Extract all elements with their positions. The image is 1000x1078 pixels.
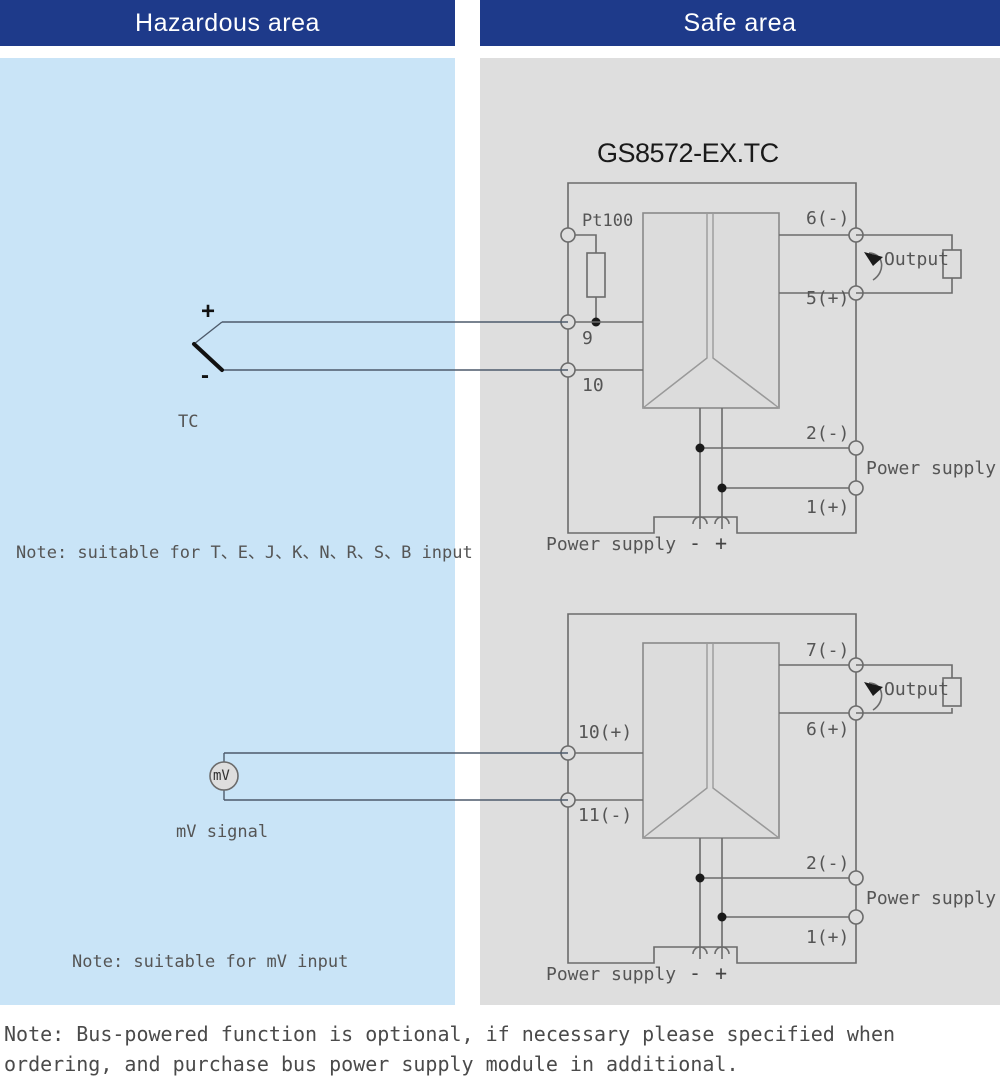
footer-note-line1: Note: Bus-powered function is optional, …	[4, 1022, 896, 1046]
terminal-1-junction-dot	[717, 483, 727, 493]
power-supply-right-bottom: Power supply	[866, 888, 997, 909]
mv-source-field-wiring	[209, 752, 568, 801]
pt100-label: Pt100	[582, 211, 634, 231]
module-bottom-wire-hop-plus	[714, 946, 730, 955]
module-top-wire-hop-minus	[692, 516, 708, 525]
terminal-7-label: 7(-)	[806, 640, 850, 661]
output-loop-wire-bottom	[856, 664, 953, 714]
terminal-10p-label: 10(+)	[578, 722, 633, 743]
tc-upper-arm	[193, 321, 223, 345]
module-bottom-inner-block	[642, 642, 780, 839]
module-top-wire-hop-plus	[714, 516, 730, 525]
tc-device-label: TC	[178, 412, 199, 432]
output-current-arrow-curve-bottom	[868, 682, 883, 711]
output-current-arrow-curve	[868, 252, 883, 281]
terminal-6-label: 6(-)	[806, 208, 850, 229]
power-minus-sign-top: -	[689, 531, 702, 555]
output-loop-wire	[856, 234, 953, 294]
hazardous-area-header: Hazardous area	[0, 0, 455, 46]
module-bottom-isolation-symbol	[642, 643, 780, 839]
power-minus-sign-bottom: -	[689, 961, 702, 985]
hazardous-area-panel	[0, 58, 455, 1005]
terminal-2-label: 2(-)	[806, 423, 850, 444]
module-top-group	[560, 182, 962, 534]
terminal-1-node[interactable]	[848, 480, 864, 496]
mv-source-label: mV	[213, 768, 230, 784]
pt100-branch-wire	[568, 234, 597, 253]
terminal-1b-label: 1(+)	[806, 927, 850, 948]
terminal-1b-node[interactable]	[848, 909, 864, 925]
terminal-1-label: 1(+)	[806, 497, 850, 518]
output-load-resistor	[942, 249, 962, 279]
power-supply-bottom-top: Power supply	[546, 534, 677, 555]
module-bottom-wire-hop-minus	[692, 946, 708, 955]
output-label-bottom: Output	[884, 679, 950, 700]
terminal-1b-junction-dot	[717, 912, 727, 922]
note-mv-input: Note: suitable for mV input	[72, 952, 349, 972]
terminal-2-junction-dot	[695, 443, 705, 453]
tc-lower-arm	[192, 342, 224, 372]
terminal-2-node[interactable]	[848, 440, 864, 456]
terminal-2b-junction-dot	[695, 873, 705, 883]
module-top-inner-block	[642, 212, 780, 409]
power-supply-bottom-bottom: Power supply	[546, 964, 677, 985]
module-bottom-enclosure	[567, 613, 857, 964]
thermocouple-field-wiring	[192, 321, 568, 372]
pt100-resistor	[586, 252, 606, 298]
module-top-isolation-symbol	[642, 213, 780, 409]
safe-area-title: Safe area	[683, 8, 797, 37]
note-tc-input: Note: suitable for T、E、J、K、N、R、S、B input	[16, 543, 473, 563]
tc-plus-sign: +	[201, 298, 216, 325]
terminal-10-label: 10	[582, 375, 604, 396]
hazardous-area-title: Hazardous area	[135, 8, 320, 37]
page-title: GS8572-EX.TC	[597, 138, 779, 168]
terminal-11m-label: 11(-)	[578, 805, 633, 826]
output-current-arrowhead-bottom	[864, 682, 883, 696]
power-supply-right-top: Power supply	[866, 458, 997, 479]
terminal-2b-node[interactable]	[848, 870, 864, 886]
output-label-top: Output	[884, 249, 950, 270]
safe-area-header: Safe area	[480, 0, 1000, 46]
mv-device-label: mV signal	[176, 822, 269, 842]
output-load-resistor-bottom	[942, 677, 962, 707]
terminal-6p-label: 6(+)	[806, 719, 850, 740]
terminal-9-label: 9	[582, 328, 593, 349]
footer-note-line2: ordering, and purchase bus power supply …	[4, 1052, 739, 1076]
mv-source-circle	[209, 761, 239, 791]
terminal-pt100-node[interactable]	[560, 227, 576, 243]
module-bottom-group	[560, 613, 962, 964]
output-current-arrowhead	[864, 252, 883, 266]
power-plus-sign-top: +	[715, 531, 728, 555]
power-plus-sign-bottom: +	[715, 961, 728, 985]
tc-minus-sign: -	[201, 362, 209, 389]
terminal-5-label: 5(+)	[806, 288, 850, 309]
terminal-2b-label: 2(-)	[806, 853, 850, 874]
